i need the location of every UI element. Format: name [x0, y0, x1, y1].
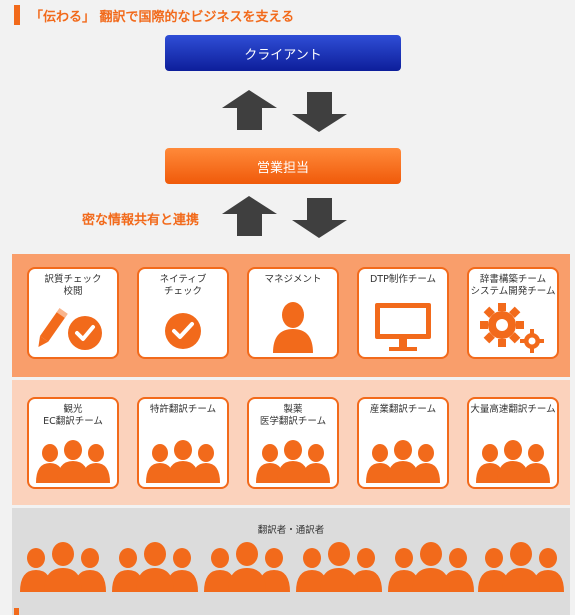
card-label: 産業翻訳チーム: [369, 404, 437, 415]
group-icon: [139, 439, 227, 483]
card-label: ネイティブ チェック: [159, 274, 207, 297]
arrow-up-icon: [222, 196, 277, 236]
group-icon: [359, 439, 447, 483]
translation-card-industrial: 産業翻訳チーム: [357, 397, 449, 489]
translator-band: [12, 508, 570, 615]
client-box: クライアント: [165, 35, 401, 71]
card-label: マネジメント: [264, 274, 322, 285]
gears-icon: [469, 301, 557, 353]
coop-label: 密な情報共有と連携: [82, 213, 200, 228]
translators-crowd-icon: [20, 542, 564, 592]
translation-card-patent: 特許翻訳チーム: [137, 397, 229, 489]
monitor-icon: [359, 301, 447, 353]
support-card-proofreading: 訳質チェック 校閲: [27, 267, 119, 359]
footer-accent-mark: [14, 608, 19, 615]
card-label: DTP制作チーム: [369, 274, 437, 285]
support-card-native-check: ネイティブ チェック: [137, 267, 229, 359]
person-icon: [249, 301, 337, 353]
card-label: 製薬 医学翻訳チーム: [259, 404, 327, 427]
group-icon: [469, 439, 557, 483]
arrow-down-icon: [292, 92, 347, 132]
arrow-up-icon: [222, 90, 277, 130]
pencil-check-icon: [29, 305, 117, 353]
sales-box: 営業担当: [165, 148, 401, 184]
card-label: 辞書構築チーム システム開発チーム: [470, 274, 556, 297]
sales-label: 営業担当: [256, 160, 309, 176]
support-card-dtp: DTP制作チーム: [357, 267, 449, 359]
support-card-management: マネジメント: [247, 267, 339, 359]
client-label: クライアント: [244, 47, 322, 63]
group-icon: [29, 439, 117, 483]
card-label: 訳質チェック 校閲: [44, 274, 102, 297]
card-label: 大量高速翻訳チーム: [470, 404, 556, 415]
page-title: 「伝わる」 翻訳で国際的なビジネスを支える: [30, 10, 295, 25]
check-circle-icon: [139, 309, 227, 353]
translators-label: 翻訳者・通訳者: [257, 525, 325, 536]
group-icon: [249, 439, 337, 483]
card-label: 特許翻訳チーム: [149, 404, 217, 415]
arrow-down-icon: [292, 198, 347, 238]
title-accent-bar: [14, 5, 20, 25]
support-card-dictionary-system: 辞書構築チーム システム開発チーム: [467, 267, 559, 359]
card-label: 観光 EC翻訳チーム: [43, 404, 103, 427]
translation-card-pharma-medical: 製薬 医学翻訳チーム: [247, 397, 339, 489]
translation-card-tourism-ec: 観光 EC翻訳チーム: [27, 397, 119, 489]
translation-card-high-volume: 大量高速翻訳チーム: [467, 397, 559, 489]
